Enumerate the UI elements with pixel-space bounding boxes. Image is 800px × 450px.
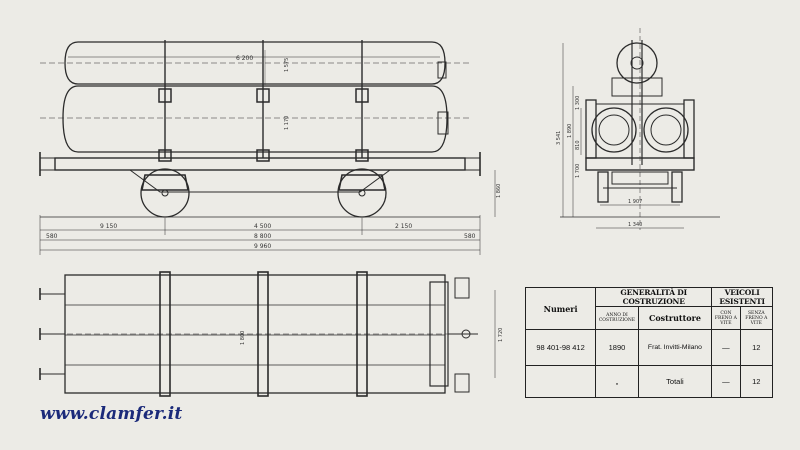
dim-label: 1 720 [498,328,504,342]
dim-label: 1 860 [496,184,502,198]
cell-totali-senza: 12 [739,365,774,398]
dim-label: 1 170 [284,116,290,130]
dim-label: 1 890 [567,124,573,138]
cell-totali-label: Totali [637,365,713,398]
dim-label: 580 [46,233,58,240]
dim-label: 9 150 [100,223,117,230]
cell-anno-ditto: „ [595,365,639,398]
cell-totali-con: — [711,365,741,398]
dim-label: 2 150 [395,223,412,230]
site-watermark: www.clamfer.it [40,404,183,424]
header-anno: Anno di costruzione [595,306,639,330]
header-senza-freno: senza freno a vite [739,306,774,330]
header-veicoli: Veicoli esistenti [711,287,773,307]
dim-label: 1 907 [628,199,642,205]
header-con-freno: con freno a vite [711,306,741,330]
cell-anno: 1890 [595,329,639,366]
side-elevation-view [39,40,496,255]
cell-empty [524,365,597,398]
dim-label: 1 575 [284,58,290,72]
vehicle-data-table: Numeri Generalità di costruzione Veicoli… [524,287,774,398]
plan-view [39,271,496,397]
dim-label: 3 541 [556,131,562,145]
dim-label: 1 800 [240,331,246,345]
cell-costruttore: Frat. Invitti-Milano [637,329,713,366]
dim-label: 1 300 [575,96,581,110]
dim-label: 8 800 [254,233,271,240]
dim-label: 9 960 [254,243,271,250]
dim-label: 810 [575,140,581,150]
end-view [560,28,720,230]
dim-label: 4 500 [254,223,271,230]
dim-label: 6 200 [236,55,253,62]
header-generalita: Generalità di costruzione [595,287,713,307]
dim-label: 580 [464,233,476,240]
dim-label: 1 700 [575,164,581,178]
cell-numeri: 98 401-98 412 [524,329,597,366]
cell-senza-freno: 12 [739,329,774,366]
header-costruttore: Costruttore [637,306,713,330]
dim-label: 1 340 [628,222,642,228]
header-numeri: Numeri [524,287,597,330]
cell-con-freno: — [711,329,741,366]
